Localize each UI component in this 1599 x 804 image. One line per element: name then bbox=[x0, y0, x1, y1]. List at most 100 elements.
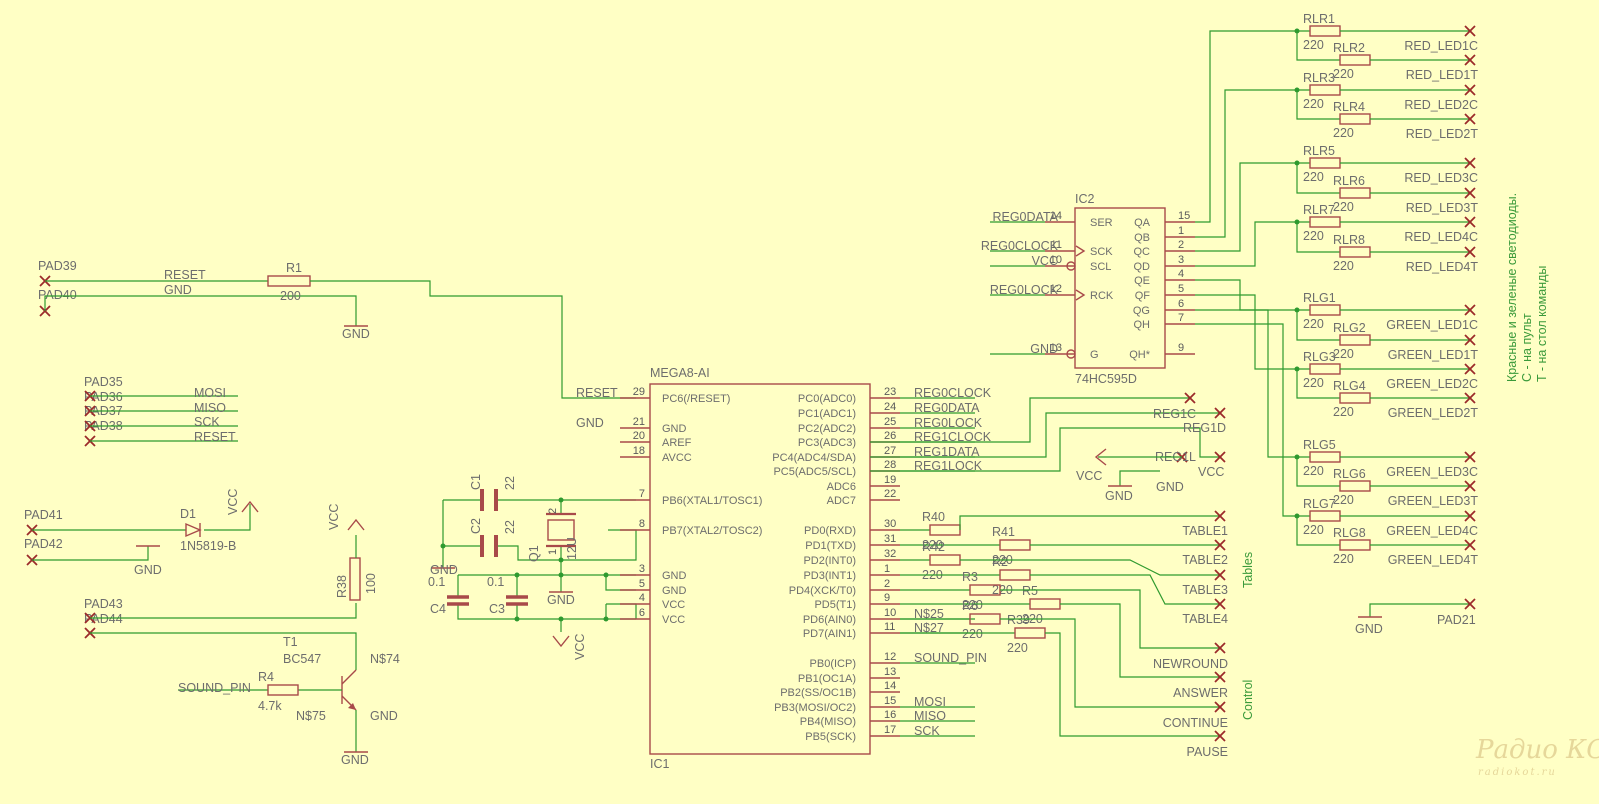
resistor-rlr7[interactable] bbox=[1309, 216, 1341, 228]
ic1-pin-24: 24 bbox=[884, 401, 896, 413]
resistor-r38[interactable] bbox=[349, 557, 361, 601]
control-out-1-marker bbox=[1214, 671, 1226, 683]
ic2-74hc595[interactable]: IC2 74HC595D 14SERREG0DATA11SCKREG0CLOCK… bbox=[981, 192, 1195, 386]
ic1-name: IC1 bbox=[650, 757, 670, 771]
ic2-label-qh-star: QH* bbox=[1129, 349, 1151, 361]
ic2-label-qb: QB bbox=[1134, 232, 1150, 244]
note-line2: C - на пульт bbox=[1520, 313, 1534, 382]
resistor-rlr4[interactable] bbox=[1339, 113, 1371, 125]
isp-net-sck: SCK bbox=[194, 415, 220, 429]
resistor-r5[interactable] bbox=[1029, 598, 1061, 610]
ic2-pin-12: 12 bbox=[1050, 283, 1062, 295]
d1-vcc-label: VCC bbox=[226, 489, 240, 515]
pad21: GND PAD21 bbox=[1355, 598, 1476, 636]
ic1-label-9: PD5(T1) bbox=[814, 599, 856, 611]
resistor-r2[interactable] bbox=[999, 569, 1031, 581]
power-gnd-label: GND bbox=[134, 563, 162, 577]
ic2-label-qg: QG bbox=[1133, 305, 1150, 317]
ic1-net-25: REG0LOCK bbox=[914, 416, 983, 430]
table-net-0: TABLE1 bbox=[1182, 524, 1228, 538]
resistor-r41[interactable] bbox=[999, 539, 1031, 551]
ic2-pin-1: 1 bbox=[1178, 225, 1184, 237]
ic1-label-28: PC5(ADC5/SCL) bbox=[773, 466, 856, 478]
table-out-2-marker bbox=[1214, 569, 1226, 581]
r38-value: 100 bbox=[364, 573, 378, 594]
ic1-pin-1: 1 bbox=[884, 563, 890, 575]
ic2-pin-5: 5 bbox=[1178, 283, 1184, 295]
c3-name: C3 bbox=[489, 602, 505, 616]
led-res-name-6: RLR7 bbox=[1303, 203, 1335, 217]
capacitor-c1[interactable] bbox=[480, 489, 498, 511]
resistor-rlg4[interactable] bbox=[1339, 392, 1371, 404]
ic2-label-qh: QH bbox=[1134, 319, 1151, 331]
capacitor-c3[interactable] bbox=[506, 595, 528, 606]
resistor-rlr8[interactable] bbox=[1339, 246, 1371, 258]
ic2-pin-15: 15 bbox=[1178, 210, 1190, 222]
pd-res-name-0: R40 bbox=[922, 510, 945, 524]
reg1d-label: REG1D bbox=[1183, 421, 1226, 435]
resistor-rlg3[interactable] bbox=[1309, 363, 1341, 375]
led-res-value-11: 220 bbox=[1333, 405, 1354, 419]
led-res-name-15: RLG8 bbox=[1333, 526, 1366, 540]
led-out-8-marker bbox=[1464, 304, 1476, 316]
control-net-2: CONTINUE bbox=[1163, 716, 1228, 730]
ic1-net-26: REG1CLOCK bbox=[914, 430, 992, 444]
resistor-rlg2[interactable] bbox=[1339, 334, 1371, 346]
led-res-value-0: 220 bbox=[1303, 38, 1324, 52]
resistor-rlr6[interactable] bbox=[1339, 187, 1371, 199]
q1-name: Q1 bbox=[527, 545, 541, 562]
pd-res-name-1: R41 bbox=[992, 525, 1015, 539]
resistor-r40[interactable] bbox=[929, 524, 961, 536]
led-res-name-9: RLG2 bbox=[1333, 321, 1366, 335]
ic1-reset-net: RESET bbox=[576, 386, 618, 400]
led-net-8: RED_LED4T bbox=[1406, 260, 1479, 274]
resistor-r39[interactable] bbox=[1014, 627, 1046, 639]
led-net-5: RED_LED3C bbox=[1404, 171, 1478, 185]
resistor-r1[interactable] bbox=[267, 275, 311, 287]
control-net-1: ANSWER bbox=[1173, 686, 1228, 700]
resistor-rlg7[interactable] bbox=[1309, 510, 1341, 522]
resistor-rlr3[interactable] bbox=[1309, 84, 1341, 96]
note-line1: Красные и зеленые светодиоды. bbox=[1505, 193, 1519, 382]
ic2-label-scl: SCL bbox=[1090, 261, 1111, 273]
transistor-t1[interactable] bbox=[341, 669, 357, 711]
ic1-pin-27: 27 bbox=[884, 445, 896, 457]
led-out-0-marker bbox=[1464, 25, 1476, 37]
led-res-name-11: RLG4 bbox=[1333, 379, 1366, 393]
pad21-gnd: GND bbox=[1355, 622, 1383, 636]
led-res-name-10: RLG3 bbox=[1303, 350, 1336, 364]
resistor-r42[interactable] bbox=[929, 554, 961, 566]
pd-res-name-7: R39 bbox=[1007, 613, 1030, 627]
ic1-label-16: PB4(MISO) bbox=[800, 716, 856, 728]
ic2-label-g: G bbox=[1090, 349, 1099, 361]
resistor-rlr1[interactable] bbox=[1309, 25, 1341, 37]
ic2-label-qc: QC bbox=[1134, 246, 1151, 258]
diode-d1[interactable] bbox=[185, 522, 202, 538]
capacitor-c4[interactable] bbox=[447, 595, 469, 606]
resistor-rlg8[interactable] bbox=[1339, 539, 1371, 551]
ic1-pin-14: 14 bbox=[884, 680, 896, 692]
pd-res-value-6: 220 bbox=[962, 627, 983, 641]
led-res-name-4: RLR5 bbox=[1303, 144, 1335, 158]
ic1-label-10: PD6(AIN0) bbox=[803, 614, 856, 626]
led-net-10: GREEN_LED1T bbox=[1388, 348, 1479, 362]
resistor-rlr2[interactable] bbox=[1339, 54, 1371, 66]
crystal-q1[interactable] bbox=[546, 500, 576, 592]
resistor-rlr5[interactable] bbox=[1309, 157, 1341, 169]
ic1-pin-7: 7 bbox=[639, 488, 645, 500]
resistor-rlg6[interactable] bbox=[1339, 480, 1371, 492]
control-group-label: Control bbox=[1241, 680, 1255, 720]
ic1-pin-6: 6 bbox=[639, 607, 645, 619]
capacitor-c2[interactable] bbox=[480, 535, 498, 557]
resistor-rlg1[interactable] bbox=[1309, 304, 1341, 316]
ic1-pin-28: 28 bbox=[884, 459, 896, 471]
led-out-13-marker bbox=[1464, 480, 1476, 492]
decoupling-vcc-label: VCC bbox=[573, 634, 587, 660]
resistor-r4[interactable] bbox=[267, 684, 299, 696]
ic1-pin-13: 13 bbox=[884, 666, 896, 678]
ic1-pin-11: 11 bbox=[884, 621, 895, 633]
decoupling: 0.1 C4 0.1 C3 VCC bbox=[428, 572, 637, 660]
r38-vcc-label: VCC bbox=[327, 504, 341, 530]
control-out-3-marker bbox=[1214, 730, 1226, 742]
resistor-rlg5[interactable] bbox=[1309, 451, 1341, 463]
